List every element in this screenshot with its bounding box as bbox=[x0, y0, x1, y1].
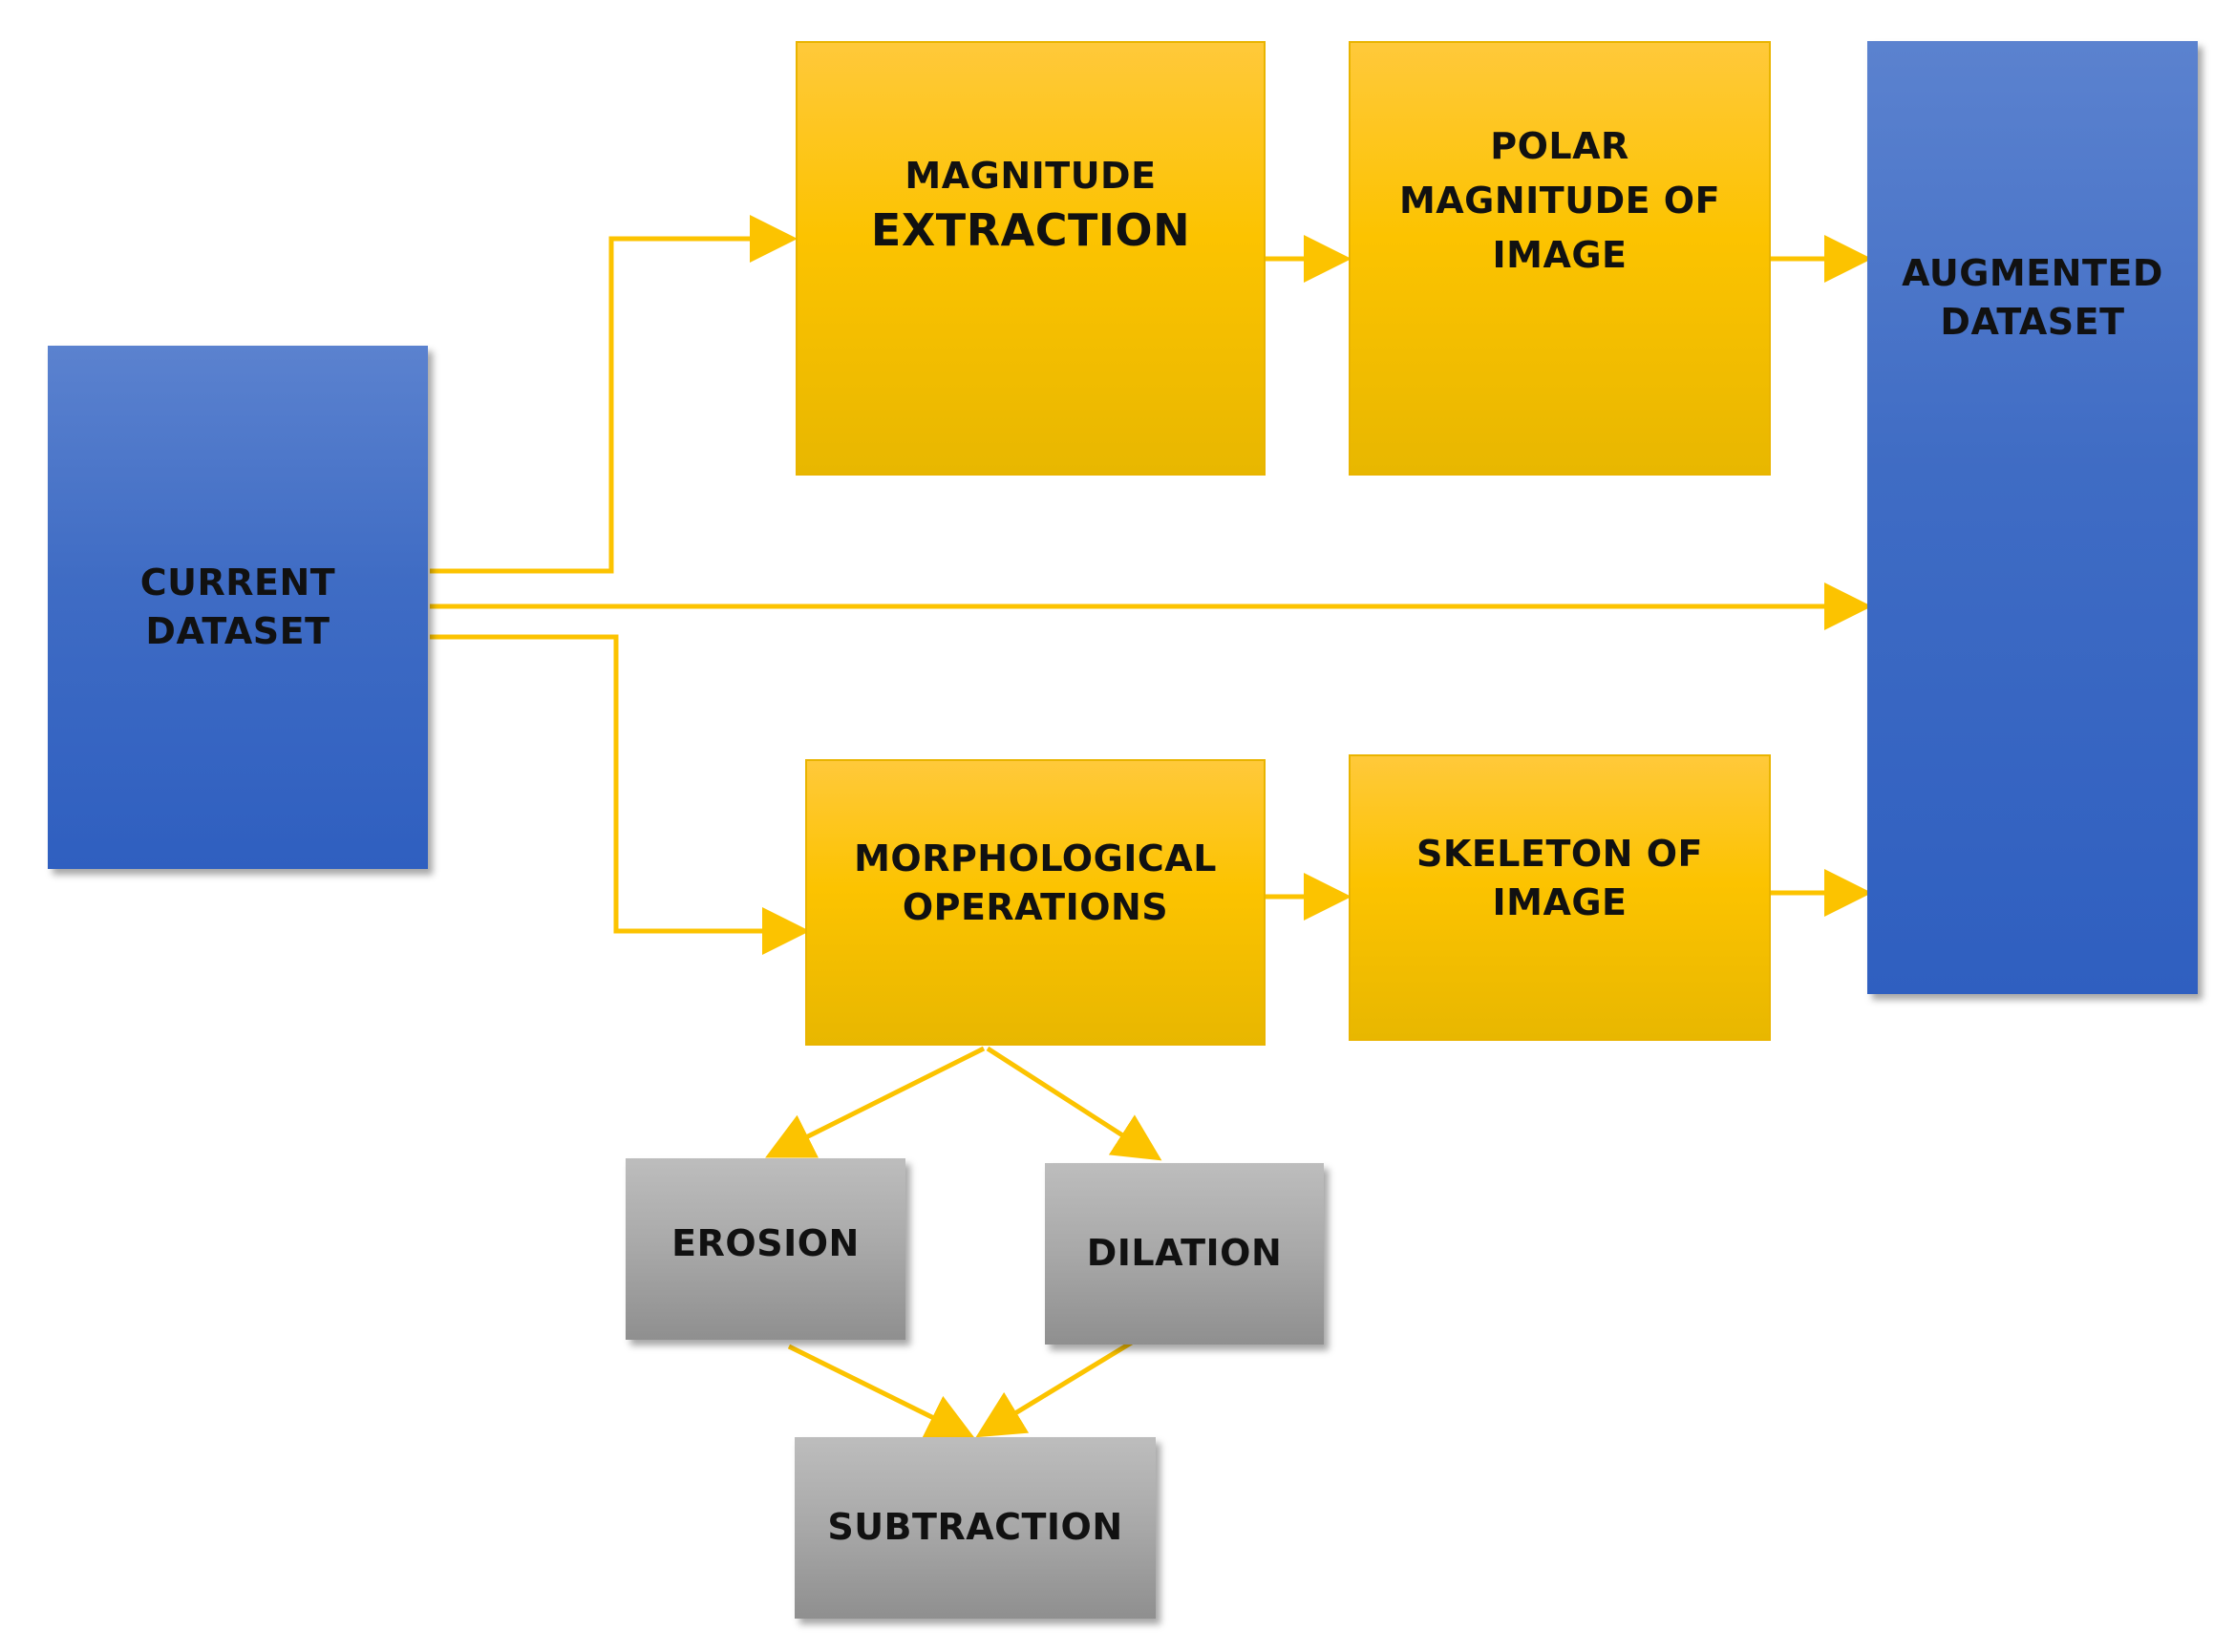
subtraction-box: SUBTRACTION bbox=[795, 1437, 1156, 1619]
current-dataset-box: CURRENT DATASET bbox=[48, 346, 428, 869]
dilation-box: DILATION bbox=[1045, 1163, 1324, 1345]
skeleton-of-image-label: SKELETON OF IMAGE bbox=[1416, 832, 1703, 923]
arrow-current-to-magnitude bbox=[430, 215, 798, 574]
augmented-dataset-box: AUGMENTED DATASET bbox=[1867, 41, 2198, 994]
skeleton-of-image-box: SKELETON OF IMAGE bbox=[1349, 754, 1771, 1041]
arrow-current-to-morphological bbox=[430, 634, 810, 955]
polar-magnitude-box: POLAR MAGNITUDE OF IMAGE bbox=[1349, 41, 1771, 476]
subtraction-label: SUBTRACTION bbox=[827, 1506, 1123, 1549]
morphological-operations-box: MORPHOLOGICAL OPERATIONS bbox=[805, 759, 1266, 1046]
polar-magnitude-label: POLAR MAGNITUDE OF IMAGE bbox=[1398, 125, 1721, 276]
dilation-label: DILATION bbox=[1086, 1232, 1283, 1275]
arrow-morphological-to-dilation bbox=[986, 1046, 1162, 1161]
morphological-operations-label: MORPHOLOGICAL OPERATIONS bbox=[854, 837, 1217, 928]
erosion-label: EROSION bbox=[671, 1222, 860, 1265]
arrow-erosion-to-subtraction bbox=[787, 1344, 975, 1439]
current-dataset-label: CURRENT DATASET bbox=[139, 561, 336, 652]
magnitude-extraction-box: MAGNITUDE EXTRACTION bbox=[796, 41, 1266, 476]
augmented-dataset-label: AUGMENTED DATASET bbox=[1902, 251, 2163, 343]
magnitude-extraction-label-line2: EXTRACTION bbox=[870, 204, 1191, 257]
arrow-dilation-to-subtraction bbox=[975, 1338, 1137, 1438]
arrow-morphological-to-erosion bbox=[765, 1046, 986, 1158]
magnitude-extraction-label-line1: MAGNITUDE bbox=[905, 154, 1157, 197]
erosion-box: EROSION bbox=[626, 1158, 905, 1340]
